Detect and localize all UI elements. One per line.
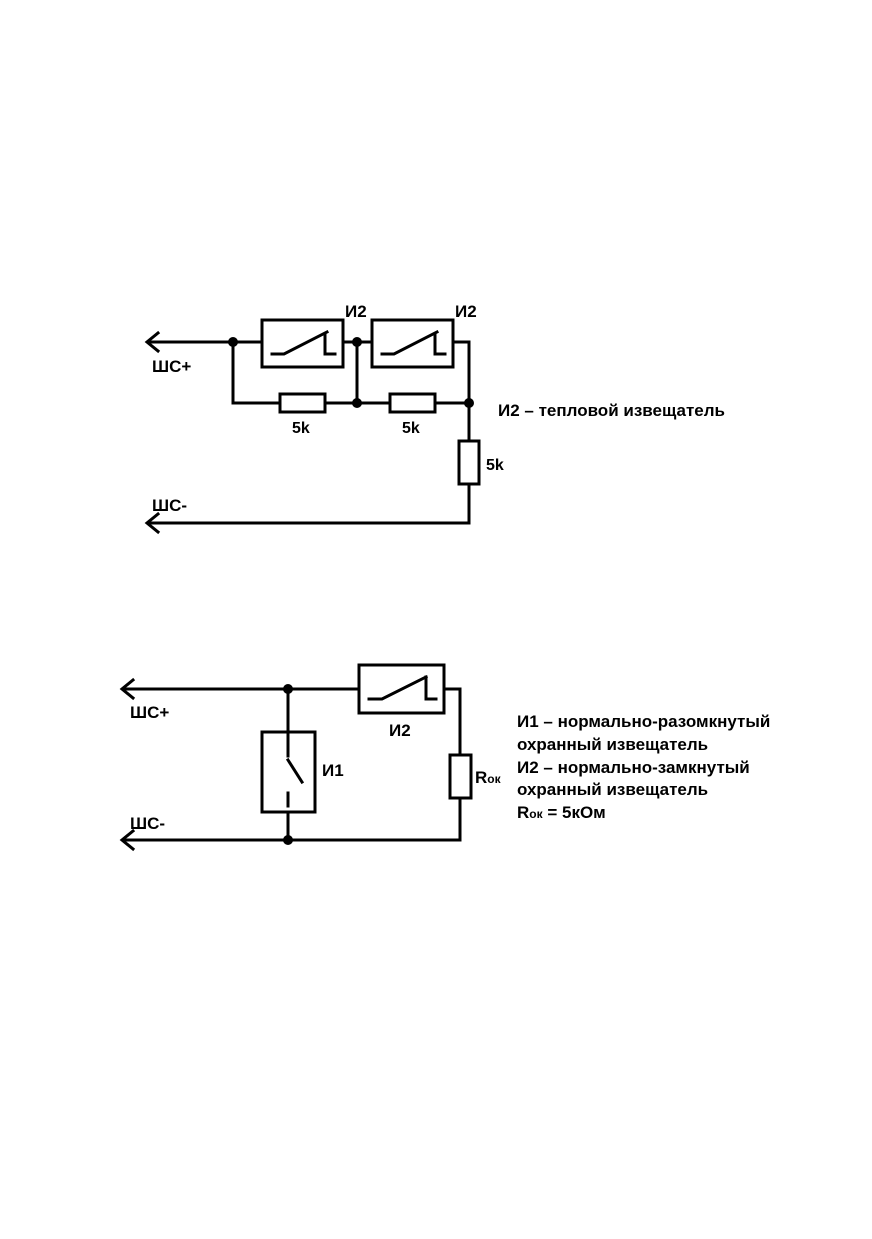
resistor-1-label: 5k (292, 420, 310, 437)
resistor-rok-label: Rок (475, 768, 502, 787)
junction-dot (352, 337, 362, 347)
resistor-rok (448, 753, 473, 800)
legend-line-5: Rок = 5кОм (517, 803, 606, 822)
resistor-1 (278, 392, 327, 414)
shs-plus-label-2: ШС+ (130, 703, 169, 722)
shs-minus-label-2: ШС- (130, 814, 165, 833)
legend-line-2: охранный извещатель (517, 735, 708, 754)
detector-1-label: И2 (345, 302, 367, 321)
resistor-2-label: 5k (402, 420, 420, 437)
shs-minus-arrow (144, 511, 161, 535)
legend-line-4: охранный извещатель (517, 780, 708, 799)
shs-minus-arrow-2 (119, 828, 136, 852)
junction-dot (283, 684, 293, 694)
detector-i2-label: И2 (389, 721, 411, 740)
diagram-1: ШС+ ШС- И2 И2 5k 5k 5k И2 – тепловой изв… (144, 302, 725, 535)
heat-detector-2 (370, 318, 455, 369)
resistor-3 (457, 439, 481, 486)
shs-minus-label: ШС- (152, 496, 187, 515)
security-detector-i1 (260, 730, 317, 814)
detector-i1-label: И1 (322, 761, 344, 780)
diagram-2: ШС+ ШС- И2 И1 Rок И1 – нормально-разомкн… (119, 663, 770, 852)
heat-detector-1 (260, 318, 345, 369)
junction-dot (283, 835, 293, 845)
junction-dot (352, 398, 362, 408)
junction-dot (464, 398, 474, 408)
security-detector-i2 (357, 663, 446, 715)
detector-2-label: И2 (455, 302, 477, 321)
resistor-2 (388, 392, 437, 414)
diagram-2-legend: И1 – нормально-разомкнутый охранный изве… (517, 712, 770, 822)
shs-plus-arrow-2 (119, 677, 136, 701)
shs-plus-arrow (144, 330, 161, 354)
legend-line-1: И1 – нормально-разомкнутый (517, 712, 770, 731)
resistor-3-label: 5k (486, 457, 504, 474)
diagram-1-legend: И2 – тепловой извещатель (498, 401, 725, 420)
junction-dot (228, 337, 238, 347)
shs-plus-label: ШС+ (152, 357, 191, 376)
legend-line-3: И2 – нормально-замкнутый (517, 758, 750, 777)
